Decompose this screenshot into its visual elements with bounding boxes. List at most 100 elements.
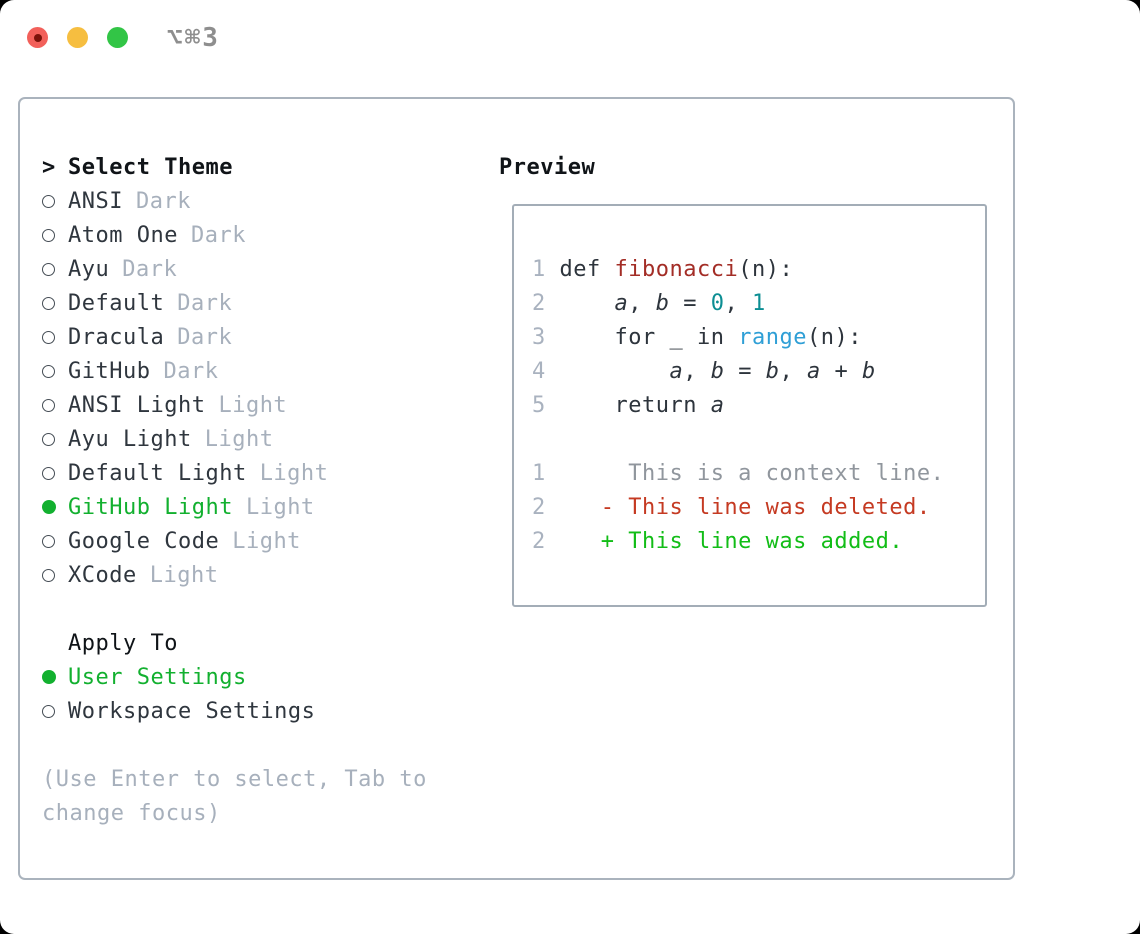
diff-text: - This line was deleted. (545, 495, 931, 520)
code-token: return (614, 393, 711, 418)
theme-option-github[interactable]: GitHub Dark (42, 354, 427, 388)
code-token: a (669, 359, 684, 384)
radio-unselected-icon (42, 466, 68, 480)
help-text-line-1: (Use Enter to select, Tab to (42, 766, 427, 792)
code-token: _ (669, 325, 697, 350)
spacer (42, 728, 427, 762)
code-token: = (724, 359, 766, 384)
theme-option-ansi[interactable]: ANSI Dark (42, 184, 427, 218)
line-number: 1 (532, 257, 546, 282)
code-token (560, 393, 615, 418)
line-number: 3 (532, 325, 546, 350)
code-token: + (820, 359, 862, 384)
line-number: 2 (532, 529, 546, 554)
radio-selected-icon (42, 500, 68, 514)
code-token: , (683, 359, 711, 384)
theme-option-default-light[interactable]: Default Light Light (42, 456, 427, 490)
apply-to-heading-row: Apply To (42, 626, 427, 660)
radio-unselected-icon (42, 398, 68, 412)
theme-variant-label: Dark (190, 222, 246, 248)
theme-name: GitHub Light (68, 494, 233, 520)
theme-variant-label: Light (259, 460, 329, 486)
apply-option-workspace-settings[interactable]: Workspace Settings (42, 694, 427, 728)
code-token: 0 (710, 291, 725, 316)
code-token: a (710, 393, 725, 418)
code-token: 1 (751, 291, 766, 316)
code-line-5: 5 return a (532, 389, 985, 423)
diff-text: + This line was added. (545, 529, 904, 554)
line-number: 2 (532, 291, 546, 316)
line-number: 4 (532, 359, 546, 384)
code-line-4: 4 a, b = b, a + b (532, 355, 985, 389)
select-theme-title: Select Theme (68, 154, 233, 180)
diff-line-added: 2 + This line was added. (532, 525, 985, 559)
theme-name: GitHub (68, 358, 151, 384)
line-number: 1 (532, 461, 546, 486)
apply-option-user-settings[interactable]: User Settings (42, 660, 427, 694)
apply-to-heading: Apply To (68, 630, 178, 656)
code-token (560, 291, 615, 316)
theme-name: Default Light (68, 460, 247, 486)
code-token (560, 325, 615, 350)
code-line-2: 2 a, b = 0, 1 (532, 287, 985, 321)
theme-variant-label: Light (218, 392, 288, 418)
theme-variant-label: Light (232, 528, 301, 554)
diff-line-deleted: 2 - This line was deleted. (532, 491, 985, 525)
radio-unselected-icon (42, 568, 68, 582)
spacer (42, 592, 427, 626)
apply-option-label: Workspace Settings (68, 698, 316, 724)
select-theme-heading: > Select Theme (42, 150, 427, 184)
code-token: b (861, 359, 876, 384)
close-button[interactable] (27, 27, 48, 48)
radio-unselected-icon (42, 432, 68, 446)
theme-option-atom-one[interactable]: Atom One Dark (42, 218, 427, 252)
focus-caret-icon: > (42, 154, 56, 180)
code-line-1: 1 def fibonacci(n): (532, 253, 985, 287)
code-token (560, 359, 670, 384)
theme-name: Atom One (68, 222, 178, 248)
radio-unselected-icon (42, 534, 68, 548)
theme-name: Ayu (68, 256, 110, 282)
diff-sample: 1 This is a context line.2 - This line w… (532, 457, 985, 559)
minimize-button[interactable] (67, 27, 88, 48)
theme-option-ayu[interactable]: Ayu Dark (42, 252, 427, 286)
theme-name: XCode (68, 562, 137, 588)
code-token: = (669, 291, 711, 316)
theme-option-ansi-light[interactable]: ANSI Light Light (42, 388, 427, 422)
apply-option-label: User Settings (68, 664, 247, 690)
code-token: b (710, 359, 725, 384)
close-dot-icon (33, 33, 42, 42)
theme-name: ANSI (68, 188, 123, 214)
theme-name: Ayu Light (68, 426, 192, 452)
code-token: , (724, 291, 752, 316)
radio-unselected-icon (42, 228, 68, 242)
theme-variant-label: Dark (177, 290, 233, 316)
theme-variant-label: Light (204, 426, 274, 452)
line-number: 5 (532, 393, 546, 418)
radio-unselected-icon (42, 194, 68, 208)
help-text-line-2: change focus) (42, 800, 221, 826)
code-token: in (696, 325, 739, 350)
code-token: b (765, 359, 780, 384)
theme-variant-label: Dark (135, 188, 191, 214)
theme-name: ANSI Light (68, 392, 206, 418)
theme-variant-label: Dark (122, 256, 178, 282)
code-token: (n): (738, 257, 794, 282)
theme-variant-label: Dark (163, 358, 219, 384)
theme-option-ayu-light[interactable]: Ayu Light Light (42, 422, 427, 456)
radio-unselected-icon (42, 704, 68, 718)
theme-variant-label: Dark (177, 324, 233, 350)
radio-unselected-icon (42, 262, 68, 276)
zoom-button[interactable] (107, 27, 128, 48)
code-token: a (806, 359, 821, 384)
